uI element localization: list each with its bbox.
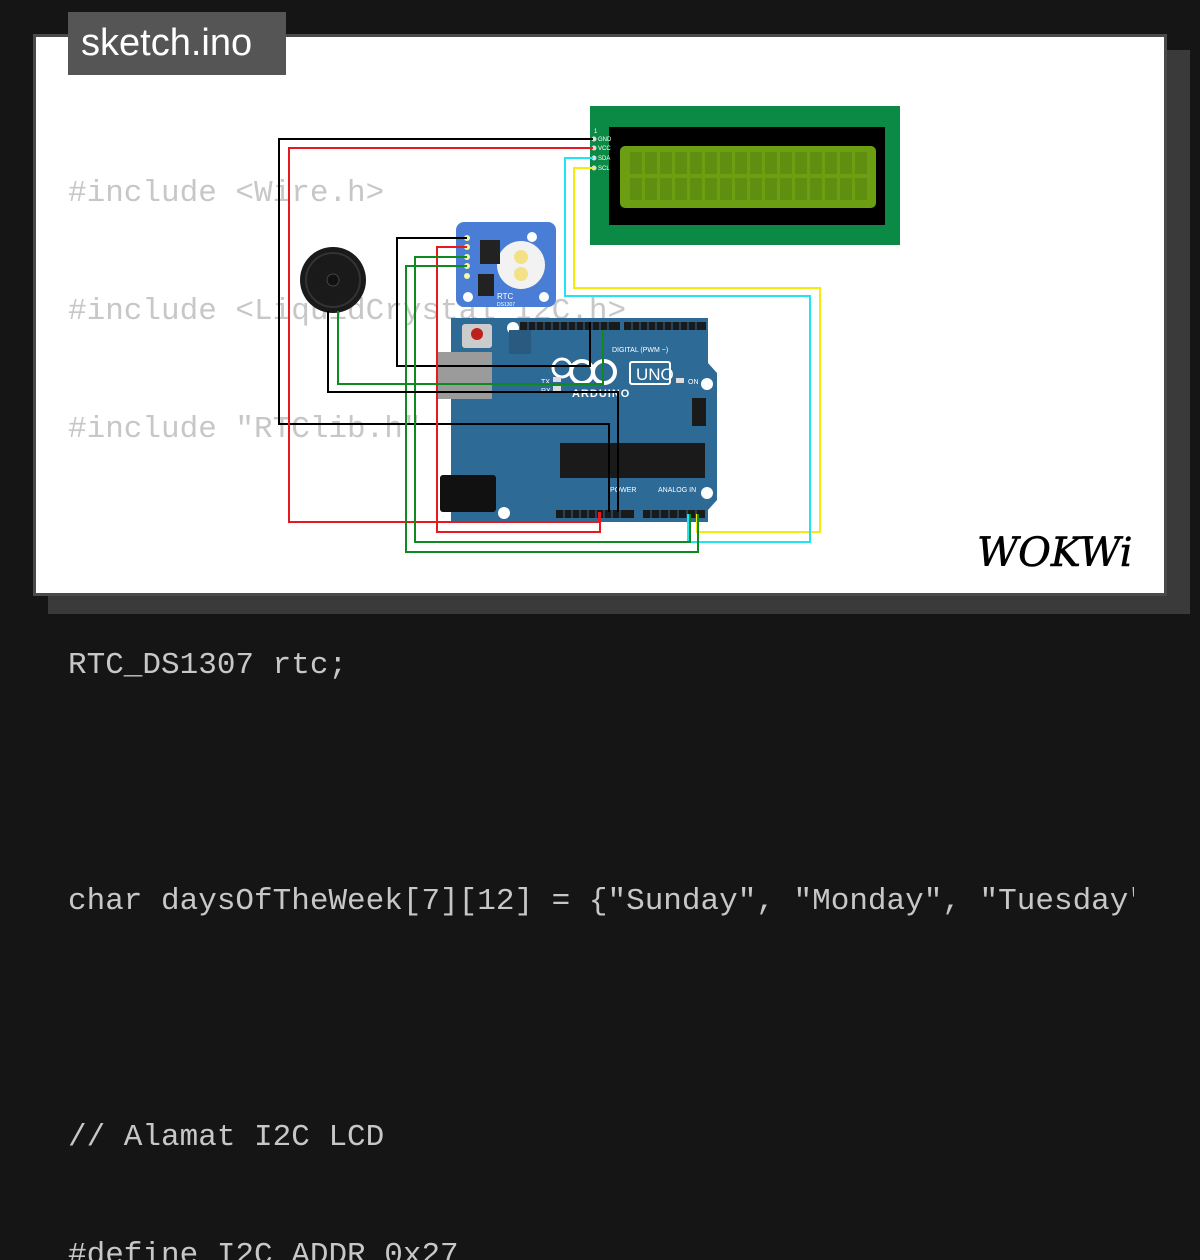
wires bbox=[278, 138, 821, 553]
lcd-pin-gnd: GND bbox=[598, 137, 612, 143]
lcd-pin-sda: SDA bbox=[598, 156, 610, 162]
analog-header-label: ANALOG IN bbox=[658, 487, 696, 494]
circuit-diagram: 1 GND VCC SDA SCL RTC DS1307 bbox=[278, 106, 900, 553]
lcd-pin-scl: SCL bbox=[598, 166, 610, 172]
code-line: char daysOfTheWeek[7][12] = {"Sunday", "… bbox=[68, 884, 1134, 919]
code-line: // Alamat I2C LCD bbox=[68, 1120, 385, 1155]
lcd-module[interactable]: 1 GND VCC SDA SCL bbox=[590, 106, 900, 245]
on-label: ON bbox=[688, 379, 699, 386]
digital-header-label: DIGITAL (PWM ~) bbox=[612, 347, 668, 354]
lcd-pin-vcc: VCC bbox=[598, 146, 611, 152]
arduino-model: UNO bbox=[636, 365, 674, 384]
svg-text:1: 1 bbox=[594, 129, 598, 135]
code-line bbox=[68, 760, 1134, 808]
rtc-chip-label: DS1307 bbox=[497, 302, 515, 308]
rtc-label: RTC bbox=[497, 292, 514, 301]
power-header-label: POWER bbox=[610, 487, 636, 494]
buzzer[interactable] bbox=[300, 247, 366, 313]
arduino-brand: ARDUINO bbox=[572, 388, 630, 400]
rtc-module[interactable]: RTC DS1307 bbox=[456, 222, 556, 308]
code-line: #include <Wire.h> bbox=[68, 176, 385, 211]
wokwi-logo-text: WOKWi bbox=[977, 530, 1133, 576]
code-line: #include "RTClib.h" bbox=[68, 412, 422, 447]
code-line: RTC_DS1307 rtc; bbox=[68, 648, 348, 683]
arduino-uno-board[interactable]: UNO ARDUINO DIGITAL (PWM ~) TX RX ON POW… bbox=[437, 318, 717, 522]
code-line: #include <LiquidCrystal_I2C.h> bbox=[68, 294, 627, 329]
code-line bbox=[68, 996, 1134, 1044]
wokwi-logo: WOKWi bbox=[977, 530, 1133, 577]
file-tab-title[interactable]: sketch.ino bbox=[68, 12, 286, 75]
code-line: #define I2C_ADDR 0x27 bbox=[68, 1238, 459, 1260]
tx-label: TX bbox=[541, 379, 550, 386]
